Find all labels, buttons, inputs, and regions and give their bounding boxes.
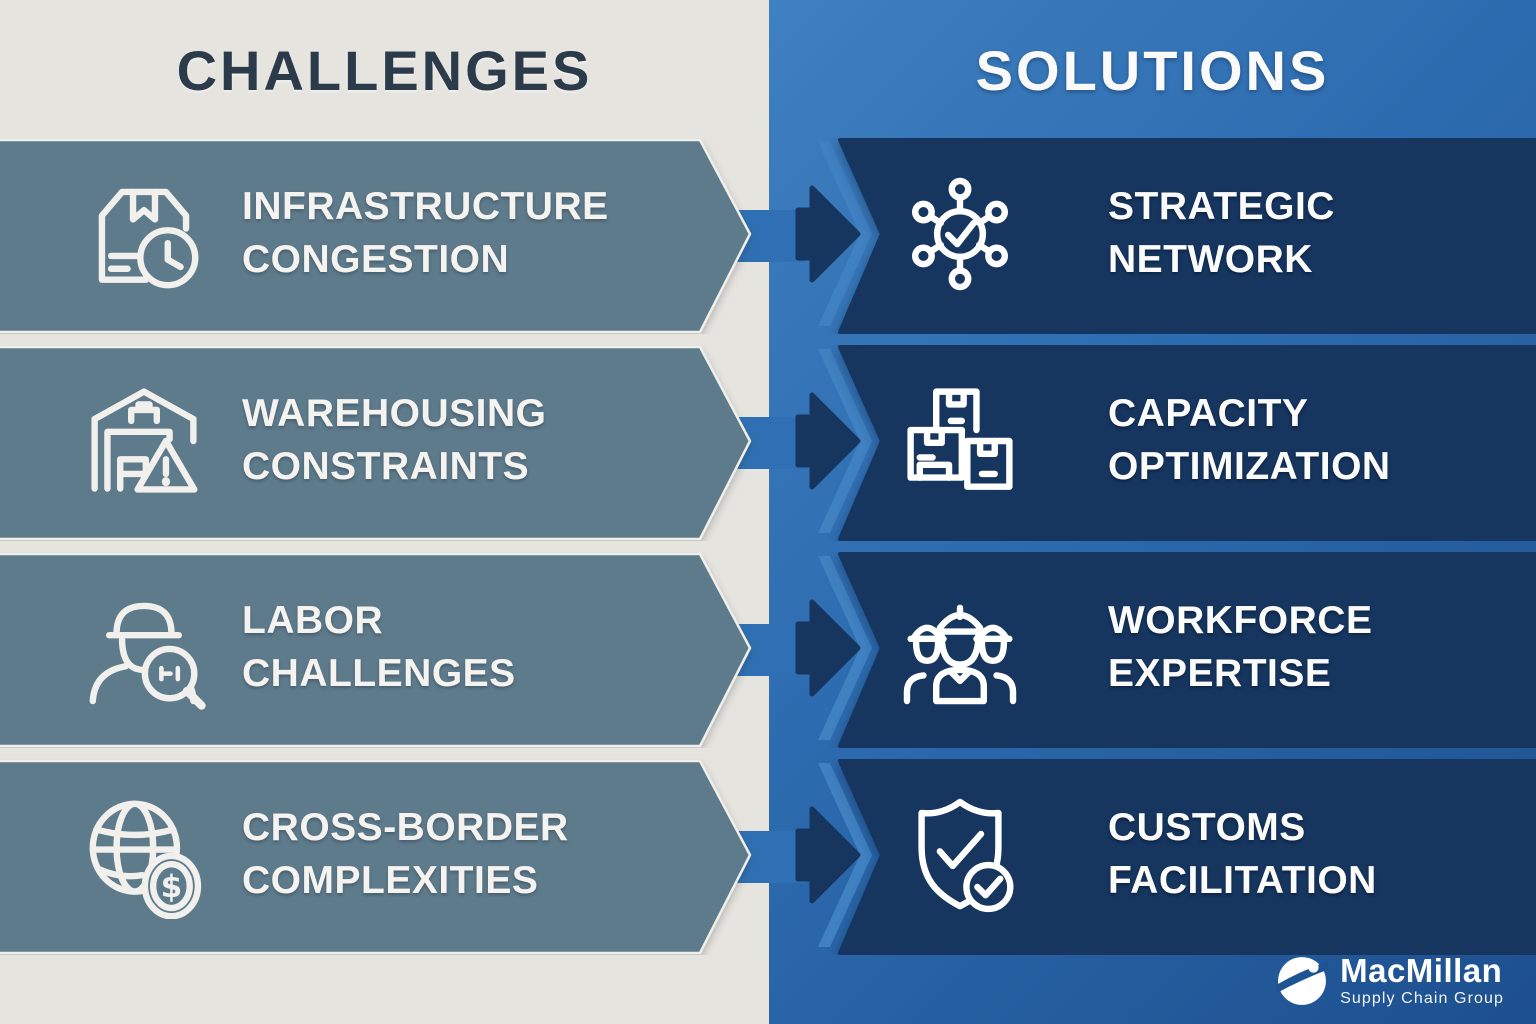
solution-banner — [838, 345, 1536, 541]
chevron-stripe — [818, 556, 872, 740]
arrow-right-icon — [795, 185, 861, 283]
challenge-label: WAREHOUSING CONSTRAINTS — [242, 387, 547, 493]
solutions-header: SOLUTIONS — [975, 39, 1330, 102]
arrow-right-icon — [795, 392, 861, 490]
challenge-banner — [0, 138, 752, 334]
logo-text: MacMillan Supply Chain Group — [1340, 954, 1504, 1008]
globe-dollar-icon: $ — [80, 791, 208, 920]
logo-name: MacMillan — [1340, 952, 1503, 989]
worker-magnifier-icon — [80, 584, 208, 712]
challenge-label: LABOR CHALLENGES — [242, 594, 516, 700]
macmillan-logo-icon — [1276, 957, 1329, 1005]
challenge-label: INFRASTRUCTURE CONGESTION — [242, 180, 609, 286]
boxes-stack-icon — [896, 377, 1024, 505]
solution-line2: EXPERTISE — [1108, 652, 1332, 695]
solution-line2: FACILITATION — [1108, 859, 1377, 902]
solution-line1: CAPACITY — [1108, 392, 1309, 435]
workers-trio-icon — [896, 584, 1024, 712]
row-crossborder-customs: $ CROSS-BORDER COMPLEXITIES CUSTOMS FACI… — [0, 759, 1536, 955]
solution-line2: NETWORK — [1108, 238, 1313, 281]
row-infrastructure-strategic: INFRASTRUCTURE CONGESTION STRATEGIC NETW… — [0, 138, 1536, 334]
network-hub-icon — [896, 170, 1024, 298]
solution-line2: OPTIMIZATION — [1108, 445, 1391, 488]
challenge-line2: COMPLEXITIES — [242, 859, 539, 902]
challenges-header: CHALLENGES — [176, 39, 593, 102]
challenge-line1: INFRASTRUCTURE — [242, 185, 609, 228]
shield-check-icon — [896, 791, 1024, 919]
challenge-line1: WAREHOUSING — [242, 392, 547, 435]
chevron-stripe — [818, 142, 872, 326]
challenge-line2: CONSTRAINTS — [242, 445, 530, 488]
challenge-line2: CHALLENGES — [242, 652, 516, 695]
row-labor-workforce: LABOR CHALLENGES WORKFORCE EXPERTISE — [0, 552, 1536, 748]
brand-logo: MacMillan Supply Chain Group — [1276, 954, 1504, 1008]
chevron-stripe — [818, 349, 872, 533]
solution-label: CUSTOMS FACILITATION — [1108, 801, 1377, 907]
challenge-line1: LABOR — [242, 599, 384, 642]
chevron-stripe — [818, 763, 872, 947]
warehouse-warning-icon — [80, 377, 208, 505]
row-warehousing-capacity: WAREHOUSING CONSTRAINTS CAPACITY OPTIMIZ… — [0, 345, 1536, 541]
solution-line1: CUSTOMS — [1108, 806, 1306, 849]
solution-line1: STRATEGIC — [1108, 185, 1335, 228]
arrow-right-icon — [795, 599, 861, 697]
package-clock-icon — [80, 170, 208, 298]
solution-label: WORKFORCE EXPERTISE — [1108, 594, 1372, 700]
challenge-line1: CROSS-BORDER — [242, 806, 569, 849]
solution-line1: WORKFORCE — [1108, 599, 1373, 642]
row-banner-shapes — [0, 138, 1536, 334]
solution-banner — [838, 759, 1536, 955]
solution-label: CAPACITY OPTIMIZATION — [1108, 387, 1391, 493]
arrow-right-icon — [795, 806, 861, 904]
svg-text:$: $ — [161, 869, 183, 905]
solution-label: STRATEGIC NETWORK — [1108, 180, 1335, 286]
challenge-banner — [0, 552, 752, 748]
challenge-line2: CONGESTION — [242, 238, 510, 281]
solution-banner — [838, 138, 1536, 334]
logo-tagline: Supply Chain Group — [1340, 990, 1504, 1007]
challenge-label: CROSS-BORDER COMPLEXITIES — [242, 801, 569, 907]
